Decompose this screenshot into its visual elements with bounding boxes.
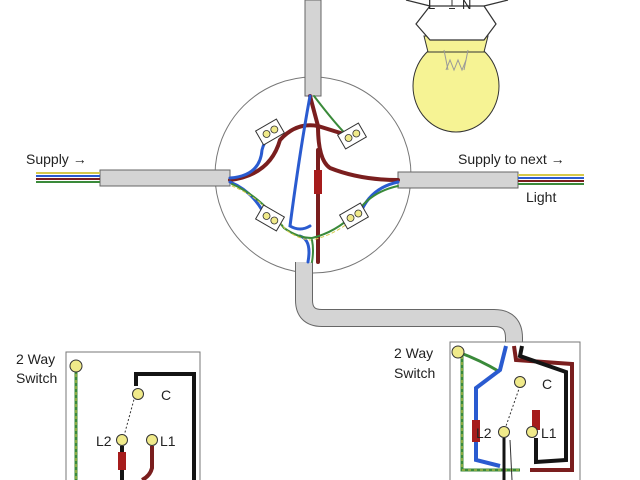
light-bulb: L N: [405, 0, 509, 133]
earth-terminal-icon: [69, 359, 83, 373]
terminal-l2-icon: [498, 426, 510, 438]
switch-right: 2 Way Switch C L2 L1: [394, 341, 581, 480]
supply-in-cores: [36, 172, 100, 183]
terminal-l2-icon: [116, 434, 128, 446]
earth-terminal-icon: [451, 345, 465, 359]
switch-left: 2 Way Switch C L2 L1: [16, 351, 201, 480]
arrow-right-icon: →: [73, 151, 87, 167]
ground-symbol-icon: [447, 0, 457, 9]
supply-to-next-label: Supply to next →: [458, 151, 565, 167]
switch-left-title-line2: Switch: [16, 370, 57, 386]
light-label: Light: [526, 189, 556, 205]
connector-block-bottom-right: [338, 202, 370, 230]
terminal-l2-label: L2: [476, 425, 492, 441]
connector-block-bottom-left: [254, 204, 286, 232]
lamp-terminal-l-label: L: [428, 0, 435, 12]
terminal-l2-label: L2: [96, 433, 112, 449]
switch-left-title-line1: 2 Way: [16, 351, 55, 367]
terminal-c-label: C: [161, 387, 171, 403]
connector-block-top-left: [254, 118, 286, 146]
arrow-right-icon: →: [551, 151, 565, 167]
connector-block-top-right: [336, 122, 368, 150]
lamp-terminal-n-label: N: [462, 0, 471, 12]
terminal-l1-icon: [146, 434, 158, 446]
terminal-l1-label: L1: [541, 425, 557, 441]
supply-in-label: Supply →: [26, 151, 87, 167]
terminal-l1-icon: [526, 426, 538, 438]
supply-out-cores: [518, 174, 584, 185]
switch-right-title-line2: Switch: [394, 365, 435, 381]
terminal-c-icon: [132, 388, 144, 400]
terminal-l1-label: L1: [160, 433, 176, 449]
terminal-c-icon: [514, 376, 526, 388]
terminal-c-label: C: [542, 376, 552, 392]
switch-right-title-line1: 2 Way: [394, 345, 433, 361]
